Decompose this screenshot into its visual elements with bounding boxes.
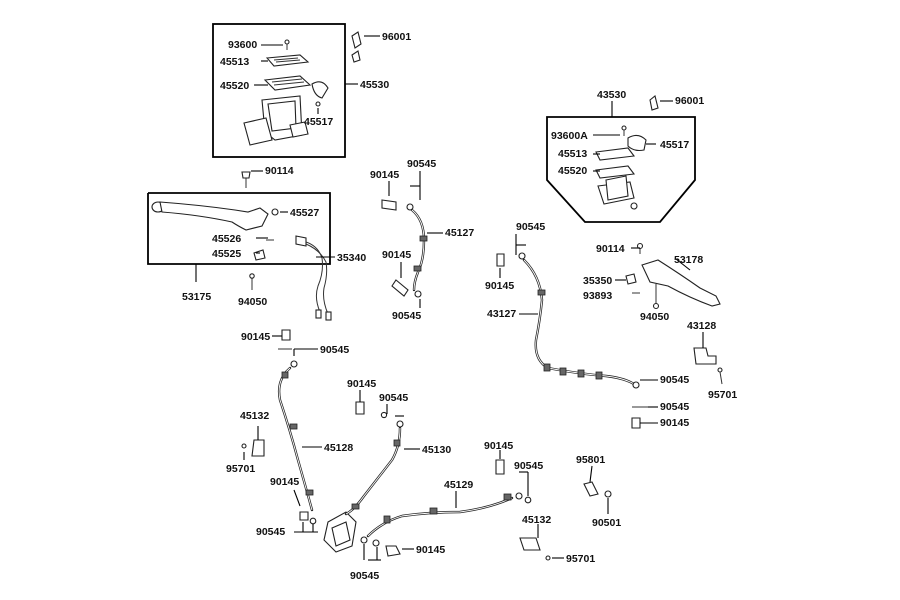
part-label-45132: 45132 xyxy=(522,514,552,526)
part-label-35340: 35340 xyxy=(337,252,367,264)
part-label-90545: 90545 xyxy=(379,392,409,404)
part-label-95701: 95701 xyxy=(708,389,738,401)
part-label-90501: 90501 xyxy=(592,517,622,529)
part-label-45513: 45513 xyxy=(220,56,250,68)
brake-hose-45130 xyxy=(344,401,404,516)
part-label-45132: 45132 xyxy=(240,410,270,422)
part-label-45525: 45525 xyxy=(212,248,242,260)
part-label-90145: 90145 xyxy=(382,249,412,261)
part-label-90545: 90545 xyxy=(660,374,690,386)
part-label-90545: 90545 xyxy=(392,310,422,322)
part-label-45530: 45530 xyxy=(360,79,390,91)
part-label-90545: 90545 xyxy=(350,570,380,582)
part-label-45517: 45517 xyxy=(304,116,334,128)
part-label-94050: 94050 xyxy=(238,296,268,308)
part-label-90145: 90145 xyxy=(370,169,400,181)
master-cylinder-left xyxy=(243,31,362,146)
part-label-43530: 43530 xyxy=(597,89,627,101)
part-label-93600A: 93600A xyxy=(551,130,588,142)
part-label-93600: 93600 xyxy=(228,39,258,51)
part-label-90145: 90145 xyxy=(270,476,300,488)
part-label-45520: 45520 xyxy=(220,80,250,92)
part-label-35350: 35350 xyxy=(583,275,613,287)
part-label-90545: 90545 xyxy=(514,460,544,472)
brake-hose-45129 xyxy=(360,459,551,561)
part-label-95801: 95801 xyxy=(576,454,606,466)
part-label-90145: 90145 xyxy=(241,331,271,343)
part-label-90545: 90545 xyxy=(660,401,690,413)
lever-frame-left xyxy=(147,192,331,265)
part-label-90145: 90145 xyxy=(485,280,515,292)
part-label-95701: 95701 xyxy=(226,463,256,475)
brake-lever-left xyxy=(151,201,279,290)
part-label-90145: 90145 xyxy=(484,440,514,452)
part-label-45527: 45527 xyxy=(290,207,320,219)
brake-lever-right xyxy=(625,242,721,310)
part-label-90545: 90545 xyxy=(256,526,286,538)
part-label-45526: 45526 xyxy=(212,233,242,245)
part-label-96001: 96001 xyxy=(382,31,412,43)
brake-hose-45128 xyxy=(241,329,317,525)
part-label-45127: 45127 xyxy=(445,227,475,239)
part-label-53178: 53178 xyxy=(674,254,704,266)
bolt-95801 xyxy=(583,481,612,498)
part-label-90545: 90545 xyxy=(320,344,350,356)
brake-hose-45127 xyxy=(381,199,428,298)
part-label-45517: 45517 xyxy=(660,139,690,151)
bolt-90114-left xyxy=(241,171,251,188)
part-label-90545: 90545 xyxy=(516,221,546,233)
part-label-53175: 53175 xyxy=(182,291,212,303)
brake-hose-43127 xyxy=(496,252,648,429)
master-cylinder-frame-left xyxy=(212,23,346,158)
part-label-90145: 90145 xyxy=(416,544,446,556)
part-label-90545: 90545 xyxy=(407,158,437,170)
part-label-45520: 45520 xyxy=(558,165,588,177)
switch-cable-35340 xyxy=(295,235,332,321)
part-label-90114: 90114 xyxy=(265,165,294,177)
brake-caliper xyxy=(323,511,357,553)
master-cylinder-right xyxy=(595,95,659,210)
part-label-94050: 94050 xyxy=(640,311,670,323)
part-label-45513: 45513 xyxy=(558,148,588,160)
part-label-43127: 43127 xyxy=(487,308,517,320)
part-label-90145: 90145 xyxy=(660,417,690,429)
part-label-45129: 45129 xyxy=(444,479,474,491)
part-label-43128: 43128 xyxy=(687,320,717,332)
part-label-90114: 90114 xyxy=(596,243,625,255)
part-label-96001: 96001 xyxy=(675,95,705,107)
part-label-45128: 45128 xyxy=(324,442,354,454)
master-cylinder-frame-right xyxy=(546,116,696,223)
part-label-95701: 95701 xyxy=(566,553,596,565)
part-label-93893: 93893 xyxy=(583,290,613,302)
part-label-45130: 45130 xyxy=(422,444,452,456)
bracket-43128 xyxy=(693,347,717,365)
part-label-90145: 90145 xyxy=(347,378,377,390)
